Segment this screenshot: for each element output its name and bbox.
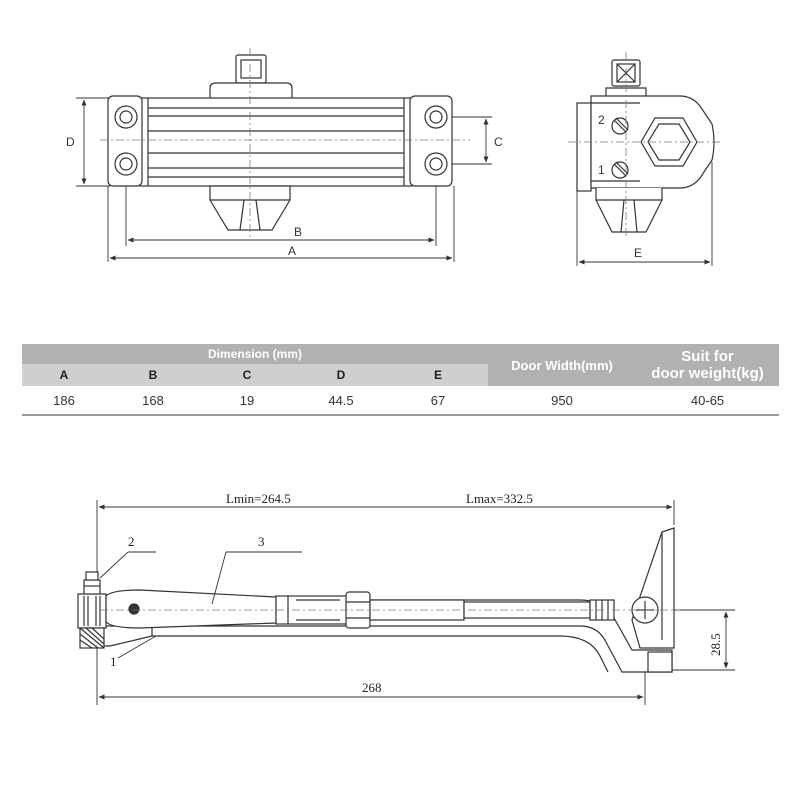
dim-label-28-5: 28.5 bbox=[708, 633, 723, 656]
column-header-a: A bbox=[22, 364, 106, 386]
dim-label-lmin: Lmin=264.5 bbox=[226, 491, 291, 506]
side-digit-lower: 1 bbox=[598, 163, 605, 177]
door-width-header: Door Width(mm) bbox=[488, 344, 637, 386]
front-view bbox=[107, 54, 453, 231]
dimension-header: Dimension (mm) bbox=[22, 344, 489, 364]
value-door-weight: 40-65 bbox=[636, 386, 780, 416]
dim-label-lmax: Lmax=332.5 bbox=[466, 491, 533, 506]
callout-1: 1 bbox=[110, 654, 117, 669]
table-row: 186 168 19 44.5 67 950 40-65 bbox=[22, 386, 780, 416]
callout-2: 2 bbox=[128, 534, 135, 549]
dim-label-d: D bbox=[66, 135, 75, 149]
spec-table: Dimension (mm) Door Width(mm) Suit for d… bbox=[22, 344, 780, 416]
value-a: 186 bbox=[22, 386, 106, 416]
door-weight-header-line2: door weight(kg) bbox=[651, 365, 764, 382]
side-view-centerlines bbox=[568, 52, 720, 238]
dim-label-a: A bbox=[288, 244, 296, 258]
side-view-dimensions bbox=[576, 162, 713, 266]
side-view bbox=[576, 59, 715, 233]
front-view-dimensions bbox=[76, 97, 492, 262]
column-header-b: B bbox=[106, 364, 200, 386]
value-b: 168 bbox=[106, 386, 200, 416]
value-door-width: 950 bbox=[488, 386, 637, 416]
callout-3: 3 bbox=[258, 534, 265, 549]
dim-label-e: E bbox=[634, 246, 642, 260]
door-weight-header-line1: Suit for bbox=[681, 348, 734, 365]
front-view-centerlines bbox=[100, 48, 470, 238]
column-header-d: D bbox=[294, 364, 388, 386]
column-header-e: E bbox=[388, 364, 489, 386]
arm-assembly bbox=[77, 527, 675, 673]
dim-label-268: 268 bbox=[362, 680, 382, 695]
value-e: 67 bbox=[388, 386, 489, 416]
value-d: 44.5 bbox=[294, 386, 388, 416]
door-weight-header: Suit for door weight(kg) bbox=[636, 344, 780, 386]
dim-label-c: C bbox=[494, 135, 503, 149]
side-digit-upper: 2 bbox=[598, 113, 605, 127]
dim-label-b: B bbox=[294, 225, 302, 239]
value-c: 19 bbox=[200, 386, 294, 416]
arm-callout-leaders bbox=[99, 551, 302, 659]
column-header-c: C bbox=[200, 364, 294, 386]
